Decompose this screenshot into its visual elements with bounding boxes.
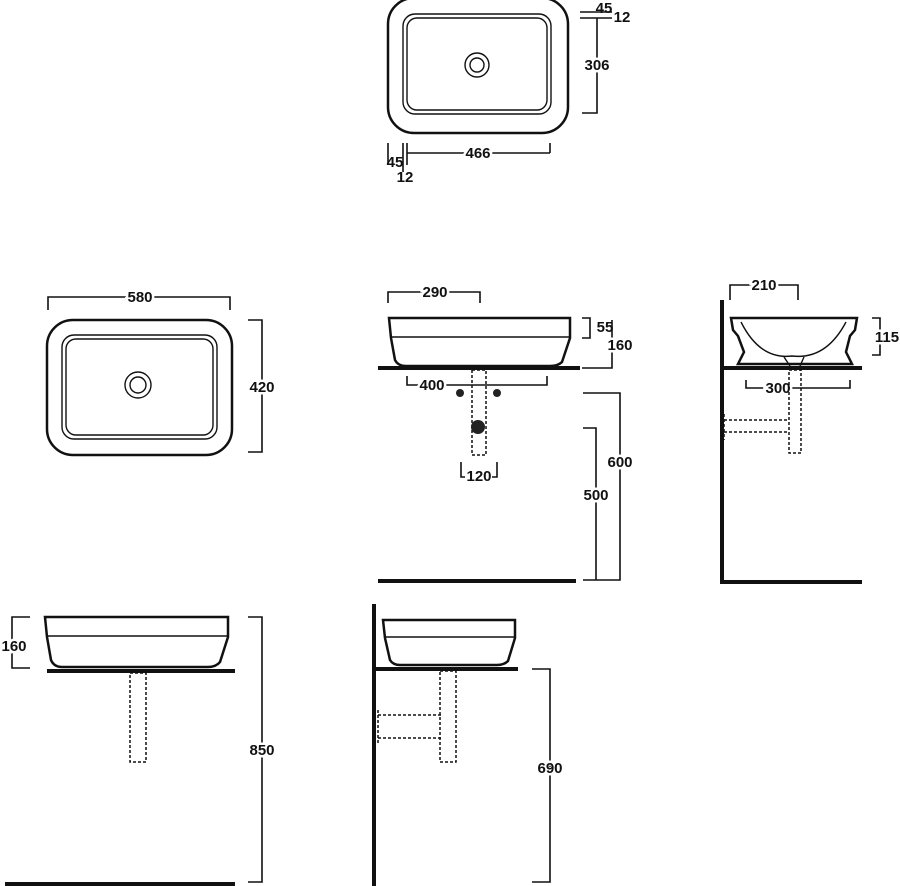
dim-12-right: 12 <box>614 9 631 26</box>
dim-210: 210 <box>751 277 776 294</box>
top-plan-view: 306 45 12 466 45 12 <box>386 0 631 186</box>
plan-view: 580 420 <box>45 287 277 457</box>
waste-pipe <box>439 670 457 763</box>
dim-115: 115 <box>875 329 899 346</box>
basin-side <box>381 618 517 667</box>
dim-580: 580 <box>127 289 152 306</box>
waste-branch <box>723 414 789 440</box>
dim-850: 850 <box>249 742 274 759</box>
basin-outline <box>386 0 570 135</box>
drain-icon <box>464 52 490 78</box>
basin-section <box>729 316 859 366</box>
bowl-outline <box>402 13 552 115</box>
waste-pipe <box>471 369 487 456</box>
dim-466: 466 <box>465 145 490 162</box>
dim-690: 690 <box>537 760 562 777</box>
basin-side <box>387 316 572 368</box>
dim-420: 420 <box>249 379 274 396</box>
dim-12-bottom: 12 <box>397 169 414 186</box>
fixing-bolt <box>493 389 501 397</box>
basin-outline <box>45 318 234 457</box>
dim-160: 160 <box>607 337 632 354</box>
dim-500: 500 <box>583 487 608 504</box>
dim-45-right: 45 <box>596 0 613 17</box>
dim-120: 120 <box>466 468 491 485</box>
installed-side-view: 690 <box>372 604 565 886</box>
dim-290: 290 <box>422 284 447 301</box>
dim-306: 306 <box>584 57 609 74</box>
fixing-bolt <box>456 389 464 397</box>
dim-300: 300 <box>765 380 790 397</box>
waste-pipe <box>129 672 147 763</box>
dim-45-bottom: 45 <box>387 154 404 171</box>
dim-600: 600 <box>607 454 632 471</box>
dim-400: 400 <box>419 377 444 394</box>
dim-55: 55 <box>597 319 614 336</box>
side-elevation: 210 115 300 <box>720 275 900 584</box>
front-elevation: 290 55 160 400 120 600 500 <box>378 282 635 583</box>
basin-side <box>43 615 230 669</box>
dim-160: 160 <box>1 638 26 655</box>
waste-pipe <box>788 369 802 454</box>
installed-front-view: 160 850 <box>0 615 277 886</box>
wall-outlet <box>471 420 485 434</box>
drain-icon <box>124 371 152 399</box>
waste-branch <box>377 710 442 744</box>
